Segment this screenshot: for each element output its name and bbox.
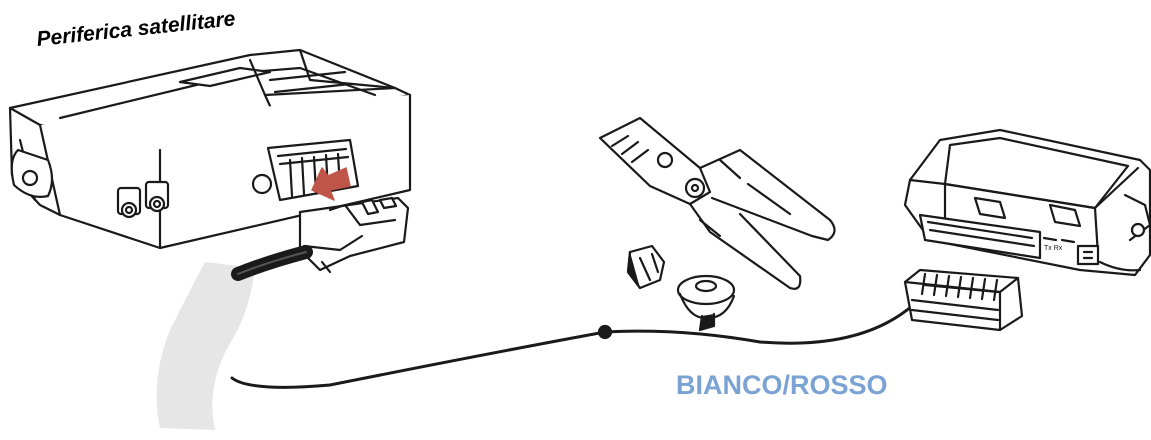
cable-tie-icon <box>678 276 734 330</box>
splice-point <box>599 326 611 338</box>
connector-plug-icon <box>300 198 408 272</box>
control-unit-mark: Tx Rx <box>1044 245 1063 252</box>
control-unit-connector-icon <box>905 270 1022 330</box>
control-unit-icon <box>905 130 1150 275</box>
wire-color-label: BIANCO/ROSSO <box>676 370 888 401</box>
wire-sleeve <box>157 262 255 430</box>
terminal-clip-icon <box>628 246 664 288</box>
